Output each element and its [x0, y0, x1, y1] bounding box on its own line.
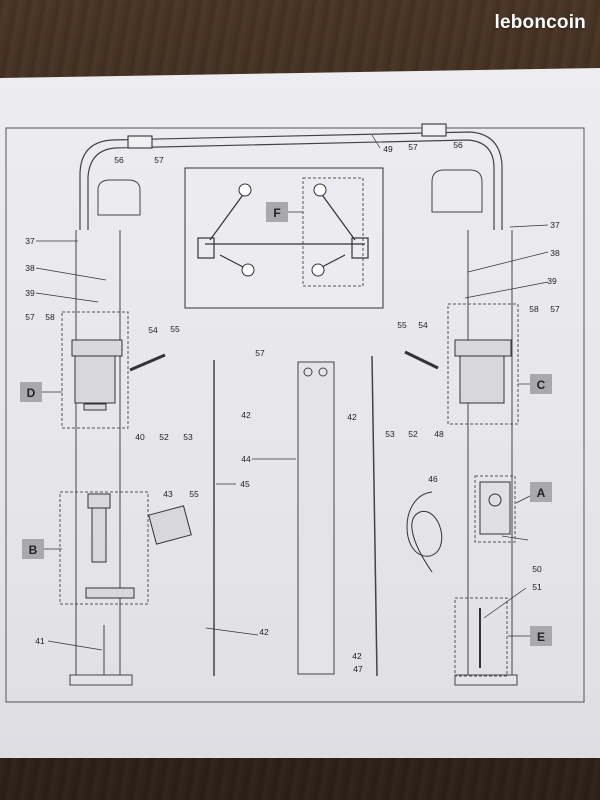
part-label: 56	[453, 140, 463, 150]
right-motor	[454, 339, 512, 404]
part-label: 54	[148, 325, 158, 335]
right-cover	[431, 169, 483, 213]
part-label: 48	[434, 429, 444, 439]
part-label: 58	[529, 304, 539, 314]
part-label: 45	[240, 479, 250, 489]
part-label: 42	[241, 410, 251, 420]
part-label: 52	[159, 432, 169, 442]
part-label: 37	[25, 236, 35, 246]
part-label: 57	[550, 304, 560, 314]
part-label: 51	[532, 582, 542, 592]
right-lower-box	[454, 597, 508, 677]
part-label: 57	[255, 348, 265, 358]
part-label: 43	[163, 489, 173, 499]
part-label: 58	[45, 312, 55, 322]
part-label: 38	[25, 263, 35, 273]
part-label: 40	[135, 432, 145, 442]
leader-lines	[35, 134, 549, 651]
part-label: 57	[154, 155, 164, 165]
cable-46	[406, 491, 443, 573]
pad-43	[148, 505, 192, 545]
part-label: 42	[259, 627, 269, 637]
part-label: 55	[189, 489, 199, 499]
section-tag-a: A	[530, 482, 552, 502]
left-column	[69, 230, 133, 686]
left-pump	[85, 493, 135, 599]
part-label: 46	[428, 474, 438, 484]
section-tag-d: D	[20, 382, 42, 402]
part-label: 42	[352, 651, 362, 661]
part-label: 44	[241, 454, 251, 464]
section-tag-f: F	[266, 202, 288, 222]
part-label: 37	[550, 220, 560, 230]
svg-text:E: E	[537, 630, 545, 644]
left-motor	[71, 339, 123, 411]
part-label: 55	[397, 320, 407, 330]
part-label: 52	[408, 429, 418, 439]
part-label: 38	[550, 248, 560, 258]
page-frame	[5, 127, 585, 703]
part-label: 57	[25, 312, 35, 322]
handle-54-right	[404, 350, 439, 370]
right-motor-box	[447, 303, 519, 425]
part-label: 54	[418, 320, 428, 330]
part-label: 49	[383, 144, 393, 154]
watermark-logo: leboncoin	[494, 12, 586, 33]
part-label: 55	[170, 324, 180, 334]
section-tag-e: E	[530, 626, 552, 646]
switch-panel	[479, 481, 511, 535]
part-label: 42	[347, 412, 357, 422]
left-cover	[97, 179, 141, 216]
svg-text:A: A	[537, 486, 546, 500]
handle-54-left	[129, 353, 166, 372]
inset-detail-f	[184, 167, 384, 309]
part-label: 39	[547, 276, 557, 286]
top-crossbar	[79, 123, 503, 230]
part-label: 57	[408, 142, 418, 152]
part-label: 56	[114, 155, 124, 165]
svg-text:B: B	[29, 543, 38, 557]
part-label: 39	[25, 288, 35, 298]
switch-knob	[488, 493, 502, 507]
part-label: 50	[532, 564, 542, 574]
part-label: 41	[35, 636, 45, 646]
right-column	[454, 230, 518, 686]
svg-text:D: D	[27, 386, 36, 400]
svg-text:F: F	[273, 206, 280, 220]
switch-box	[474, 475, 516, 543]
svg-text:C: C	[537, 378, 546, 392]
part-label: 53	[183, 432, 193, 442]
part-label: 53	[385, 429, 395, 439]
section-tag-b: B	[22, 539, 44, 559]
part-label: 47	[353, 664, 363, 674]
part-labels: 56 57 57 56 49 37 37 38 38 39 39 57 58 5…	[25, 140, 560, 674]
left-motor-box	[61, 311, 129, 429]
section-tag-c: C	[530, 374, 552, 394]
center-plate-44	[297, 361, 335, 675]
cable-rod-47	[371, 355, 378, 677]
